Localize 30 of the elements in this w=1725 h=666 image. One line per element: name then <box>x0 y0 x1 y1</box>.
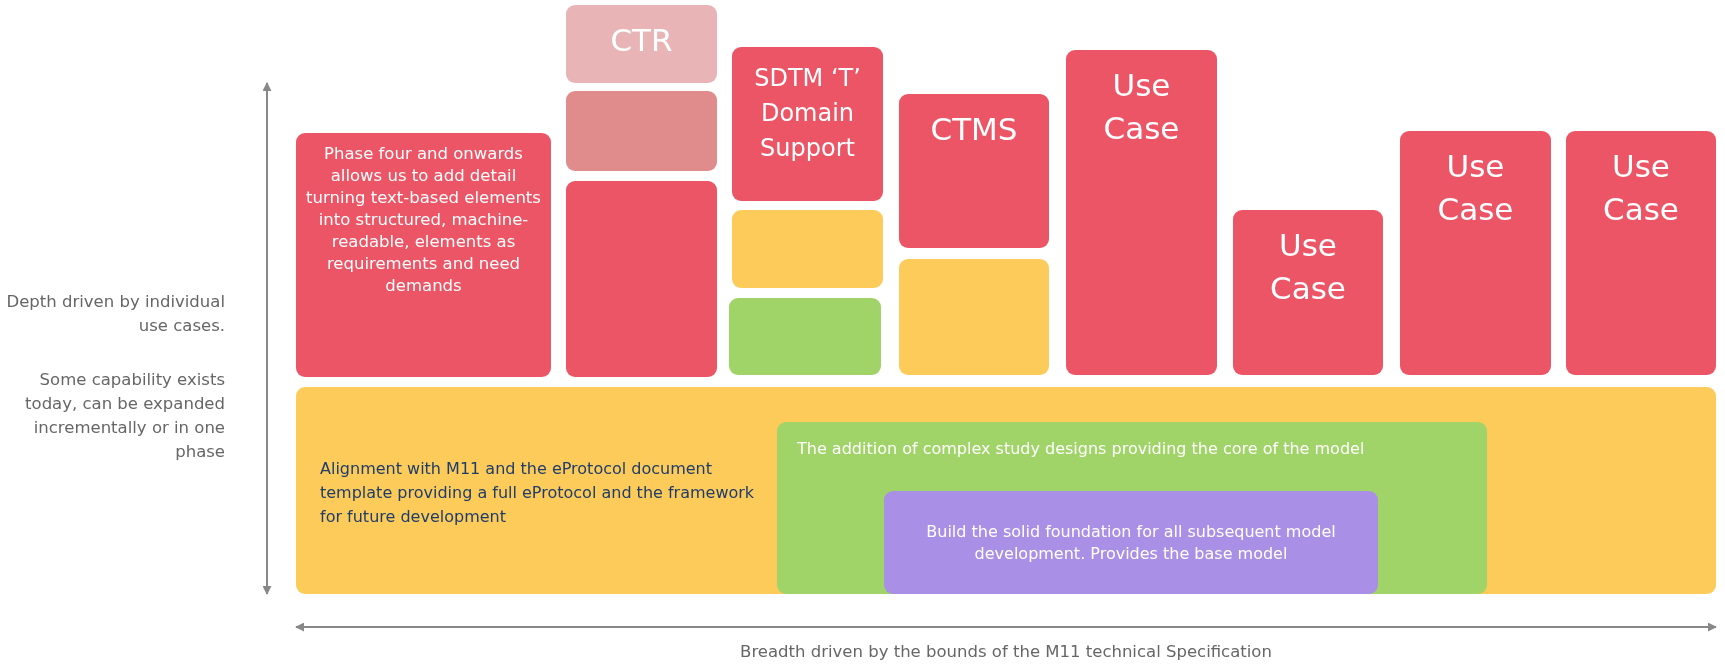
empty-block <box>732 210 883 288</box>
content-block <box>899 94 1049 248</box>
content-block <box>296 133 551 377</box>
description-text: Phase four and onwards allows us to add detail turning text-based elements into structured, machine-readable, elements as requirements and need demands <box>306 143 541 297</box>
empty-block <box>566 181 717 377</box>
box-title: CTR <box>609 21 674 60</box>
content-block <box>296 387 1716 594</box>
description-text: The addition of complex study designs providing the core of the model <box>797 438 1366 460</box>
content-block <box>1400 131 1551 375</box>
box-title: CTMS <box>929 110 1019 149</box>
empty-block <box>566 91 717 171</box>
box-title: Use Case <box>1436 147 1515 229</box>
content-block <box>1566 131 1716 375</box>
box-title: SDTM ‘T’ Domain Support <box>753 63 862 164</box>
content-block <box>1233 210 1383 375</box>
content-block <box>777 422 1487 594</box>
box-title: Use Case <box>1102 66 1181 148</box>
axis-label: Depth driven by individual use cases. <box>5 291 225 337</box>
box-title: Use Case <box>1269 226 1347 308</box>
description-text: Build the solid foundation for all subsequent model development. Provides the base model <box>925 521 1337 565</box>
content-block <box>884 491 1378 594</box>
axis-label: Breadth driven by the bounds of the M11 technical Specification <box>739 641 1273 663</box>
empty-block <box>729 298 881 375</box>
content-block <box>566 5 717 83</box>
content-block <box>732 47 883 201</box>
empty-block <box>899 259 1049 375</box>
content-block <box>1066 50 1217 375</box>
axis-note: Some capability exists today, can be expanded incrementally or in one phase <box>24 369 225 463</box>
description-text: Alignment with M11 and the eProtocol document template providing a full eProtocol and the framework for future development <box>320 458 756 528</box>
box-title: Use Case <box>1602 147 1680 229</box>
